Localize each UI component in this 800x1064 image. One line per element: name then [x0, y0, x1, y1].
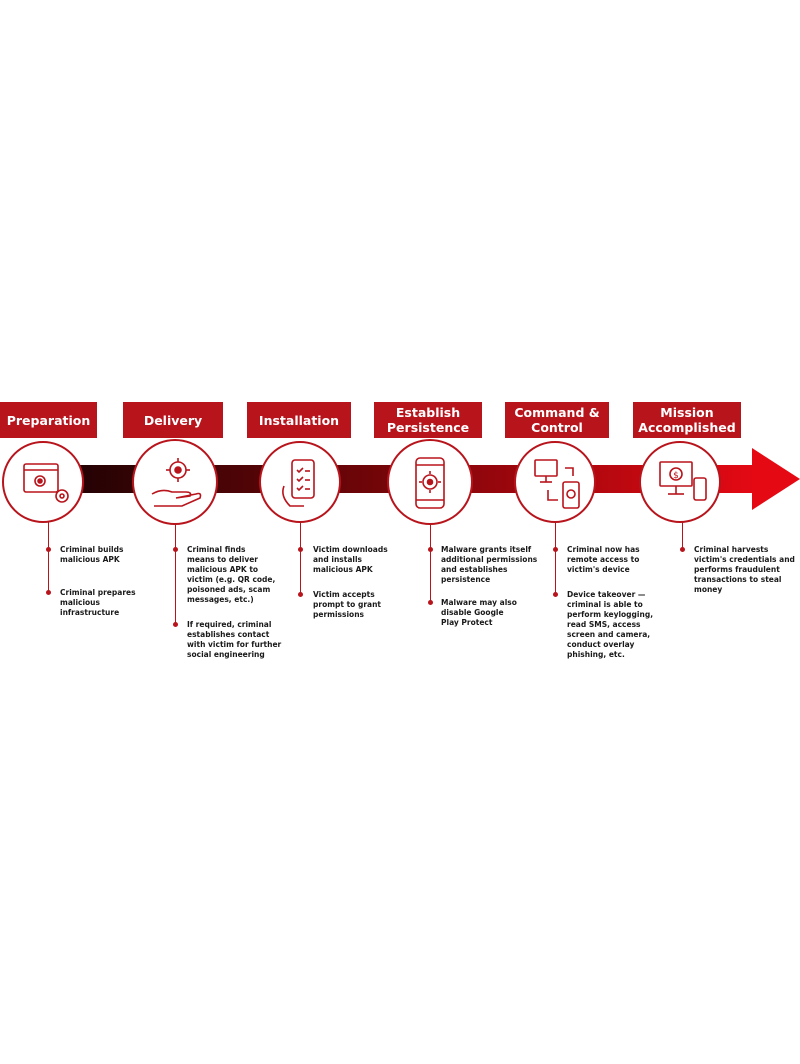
stage-circle-3: [259, 441, 341, 523]
bullet-text: Victim accepts prompt to grant permissio…: [313, 590, 382, 619]
bullet-text: Device takeover — criminal is able to pe…: [567, 590, 654, 659]
browser-virus-gear-icon: [23, 463, 69, 503]
bullet-dot: [553, 592, 558, 597]
bullet-dot: [298, 547, 303, 552]
bullet-text: Criminal builds malicious APK: [60, 545, 124, 564]
bullet-text: Criminal finds means to deliver maliciou…: [187, 545, 276, 604]
stage-label-mission-accomplished: Mission Accomplished: [633, 402, 741, 438]
bullet-dot: [680, 547, 685, 552]
stage-label-installation: Installation: [247, 402, 351, 438]
bullet-text: Malware may also disable Google Play Pro…: [441, 598, 517, 627]
bullet-dot: [173, 547, 178, 552]
monitor-phone-sync-icon: [534, 459, 580, 509]
bullet-text: Victim downloads and installs malicious …: [313, 545, 388, 574]
connector-line-6: [682, 522, 683, 550]
stage-circle-5: [514, 441, 596, 523]
devices-money-icon: $: [659, 461, 707, 501]
stage-label-establish-persistence: Establish Persistence: [374, 402, 482, 438]
bullet-text: If required, criminal establishes contac…: [187, 620, 282, 659]
stage-circle-2: [132, 439, 218, 525]
svg-text:$: $: [673, 471, 679, 481]
stage-circle-6: $: [639, 441, 721, 523]
bullet-dot: [298, 592, 303, 597]
bullet-dot: [553, 547, 558, 552]
connector-line-1: [48, 522, 49, 592]
bullet-dot: [173, 622, 178, 627]
bullet-dot: [46, 547, 51, 552]
bullet-text: Malware grants itself additional permiss…: [441, 545, 538, 584]
bullet-dot: [428, 600, 433, 605]
stage-label-command-control: Command & Control: [505, 402, 609, 438]
bullet-text: Criminal harvests victim's credentials a…: [694, 545, 795, 594]
hand-virus-icon: [151, 458, 202, 507]
connector-line-5: [555, 522, 556, 594]
bullet-text: Criminal prepares malicious infrastructu…: [60, 588, 136, 617]
bullet-text: Criminal now has remote access to victim…: [567, 545, 640, 574]
connector-line-3: [300, 522, 301, 594]
stage-circle-1: [2, 441, 84, 523]
stage-circle-4: [387, 439, 473, 525]
connector-line-4: [430, 524, 431, 602]
bullet-dot: [428, 547, 433, 552]
stage-label-delivery: Delivery: [123, 402, 223, 438]
bullet-dot: [46, 590, 51, 595]
phone-virus-icon: [415, 457, 445, 509]
connector-line-2: [175, 524, 176, 624]
stage-label-preparation: Preparation: [0, 402, 97, 438]
hand-phone-checklist-icon: [282, 459, 315, 507]
